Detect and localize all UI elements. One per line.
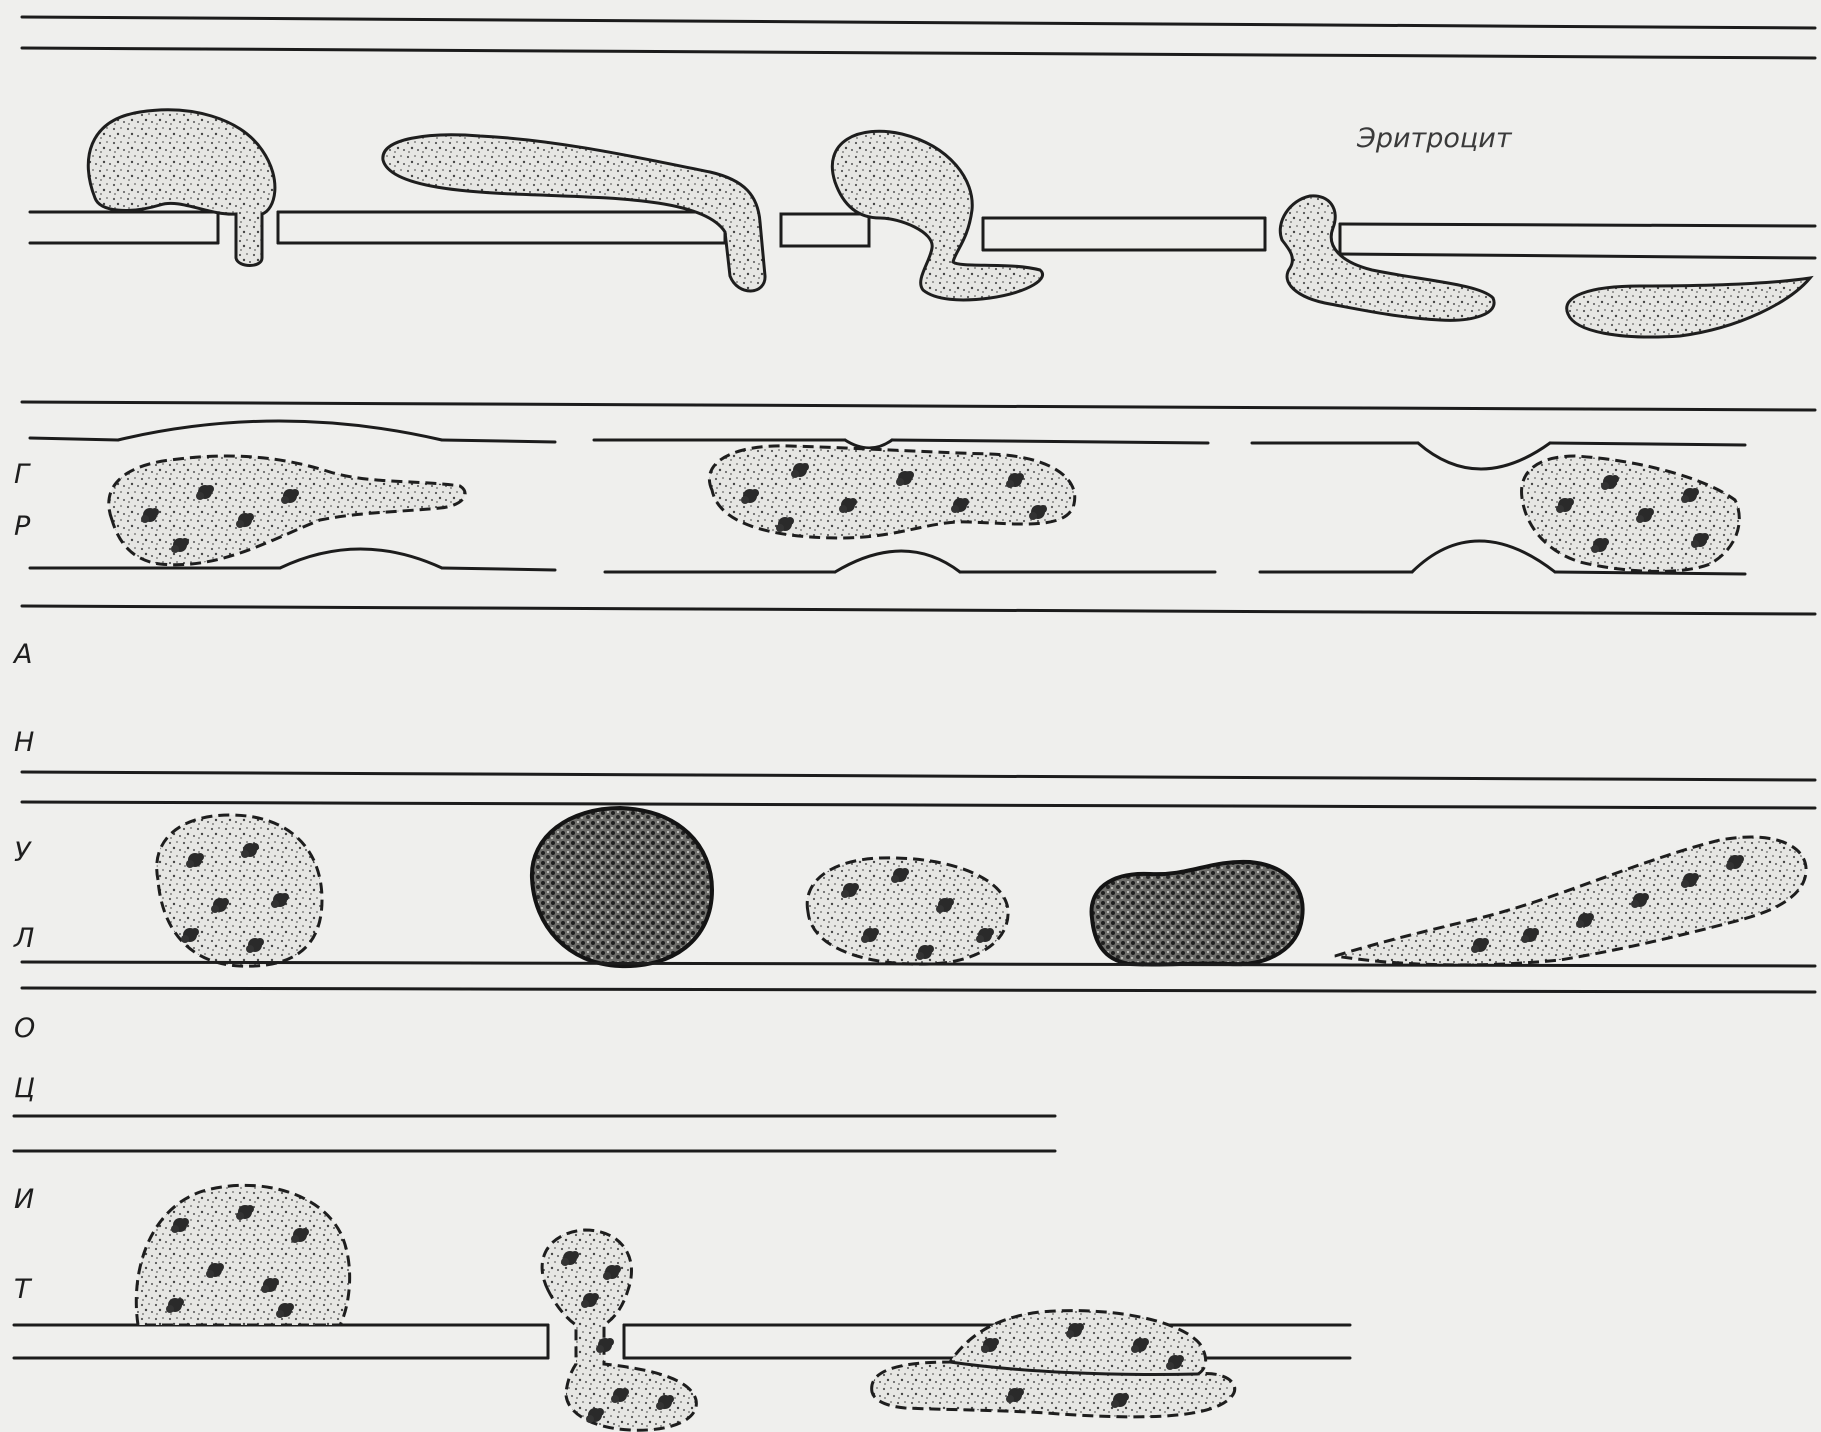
top-border-line xyxy=(22,17,1815,28)
granulocyte-cell-1 xyxy=(109,456,465,565)
side-letter: Л xyxy=(13,923,34,954)
side-letter: Г xyxy=(14,459,31,490)
panel-divider-2 xyxy=(22,606,1815,614)
panel-line-3a xyxy=(22,772,1815,780)
panel-erythrocyte: Эритроцит xyxy=(22,17,1815,410)
side-letter: У xyxy=(14,837,32,868)
erythrocyte-cell-5 xyxy=(1567,278,1810,337)
lymphocyte-dark-oval xyxy=(1092,862,1303,965)
side-letter: О xyxy=(14,1013,35,1044)
erythrocyte-cell-4 xyxy=(1280,196,1494,320)
panel-granulocyte-wall xyxy=(14,1116,1350,1430)
granulocyte-large xyxy=(136,1185,349,1325)
granulocyte-elongated xyxy=(1335,837,1806,965)
granulocyte-through-wall xyxy=(542,1230,696,1430)
granulocyte-round xyxy=(157,815,322,966)
granulocyte-oval xyxy=(807,858,1008,964)
side-letter: А xyxy=(12,639,32,670)
panel-line-3d xyxy=(22,988,1815,992)
side-letter: Р xyxy=(14,511,31,542)
lymphocyte-dark-round xyxy=(532,808,712,966)
granulocyte-cell-2 xyxy=(709,446,1074,538)
erythrocyte-cell-3 xyxy=(832,131,1042,300)
panel-granulocyte-vessel xyxy=(22,421,1815,614)
top-border-line-2 xyxy=(22,48,1815,58)
side-letter: Ц xyxy=(14,1073,35,1104)
side-letter: И xyxy=(14,1184,34,1215)
side-letter-column: Г Р А Н У Л О Ц И Т xyxy=(12,459,35,1305)
panel-line-3b xyxy=(22,802,1815,808)
erythrocyte-caption: Эритроцит xyxy=(1356,123,1513,154)
side-letter: Т xyxy=(14,1274,33,1305)
granulocyte-spreading xyxy=(872,1311,1235,1417)
panel-divider-1 xyxy=(22,402,1815,410)
panel-cell-shapes xyxy=(22,772,1815,992)
side-letter: Н xyxy=(14,727,34,758)
granulocyte-cell-3 xyxy=(1522,456,1740,571)
